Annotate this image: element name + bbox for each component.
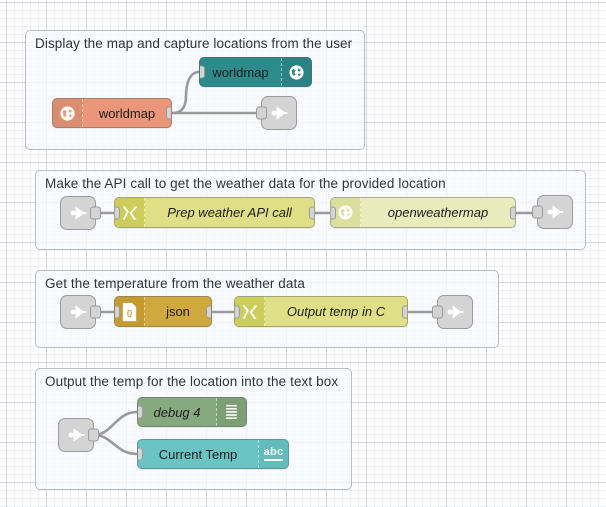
node-openweathermap[interactable]: openweathermap — [330, 197, 516, 228]
node-json[interactable]: {} json — [114, 296, 212, 327]
link-out-icon — [447, 305, 464, 319]
node-current-temp[interactable]: Current Temp abc — [137, 439, 289, 469]
node-label: openweathermap — [387, 205, 489, 220]
output-port[interactable] — [90, 206, 101, 220]
input-port[interactable] — [432, 305, 443, 319]
output-port[interactable] — [309, 206, 314, 219]
node-worldmap-in[interactable]: worldmap — [52, 98, 172, 128]
output-port[interactable] — [402, 305, 407, 318]
globe-icon — [53, 99, 83, 127]
group-label: Display the map and capture locations fr… — [35, 36, 353, 51]
debug-toggle-button[interactable] — [246, 399, 247, 425]
link-out-icon — [547, 205, 564, 219]
function-icon — [235, 297, 265, 326]
output-port[interactable] — [510, 206, 515, 219]
node-link-in-3[interactable] — [60, 295, 101, 329]
group-label: Output the temp for the location into th… — [45, 374, 339, 389]
node-output-temp-in-c[interactable]: Output temp in C — [234, 296, 408, 327]
svg-text:{}: {} — [127, 308, 133, 317]
group-label: Make the API call to get the weather dat… — [45, 176, 446, 191]
debug-list-icon — [216, 398, 246, 426]
link-in-icon — [70, 206, 87, 220]
node-label: Output temp in C — [286, 304, 386, 319]
node-link-in-2[interactable] — [60, 196, 101, 230]
node-label: worldmap — [212, 64, 269, 80]
globe-icon — [331, 198, 361, 227]
abc-icon-text: abc — [263, 446, 284, 462]
output-port[interactable] — [90, 305, 101, 319]
link-in-icon — [70, 305, 87, 319]
node-prep-weather-api-call[interactable]: Prep weather API call — [114, 197, 315, 228]
abc-icon: abc — [258, 440, 288, 468]
output-port[interactable] — [88, 428, 99, 442]
node-link-out-2[interactable] — [532, 195, 573, 229]
node-label: debug 4 — [153, 404, 201, 420]
node-worldmap-out[interactable]: worldmap — [199, 57, 312, 87]
input-port[interactable] — [115, 206, 120, 219]
output-port[interactable] — [166, 106, 171, 120]
node-link-in-4[interactable] — [58, 418, 99, 452]
link-out-icon — [271, 106, 288, 120]
input-port[interactable] — [331, 206, 336, 219]
node-link-out-3[interactable] — [432, 295, 473, 329]
function-icon — [115, 198, 145, 227]
node-label: Prep weather API call — [167, 205, 292, 220]
node-label: worldmap — [98, 105, 156, 121]
input-port[interactable] — [256, 106, 267, 120]
group-label: Get the temperature from the weather dat… — [45, 276, 305, 291]
input-port[interactable] — [138, 405, 143, 419]
output-port[interactable] — [206, 305, 211, 318]
group-display-map[interactable]: Display the map and capture locations fr… — [25, 30, 365, 150]
node-link-out-1[interactable] — [256, 96, 297, 130]
globe-icon — [281, 58, 311, 86]
node-debug-4[interactable]: debug 4 — [137, 397, 247, 427]
group-get-temp[interactable]: Get the temperature from the weather dat… — [35, 270, 499, 348]
node-label: Current Temp — [158, 446, 238, 462]
input-port[interactable] — [138, 447, 143, 461]
node-label: json — [166, 304, 190, 319]
json-braces-icon: {} — [115, 297, 145, 326]
input-port[interactable] — [235, 305, 240, 318]
input-port[interactable] — [532, 205, 543, 219]
link-in-icon — [68, 428, 85, 442]
input-port[interactable] — [200, 65, 205, 79]
input-port[interactable] — [115, 305, 120, 318]
